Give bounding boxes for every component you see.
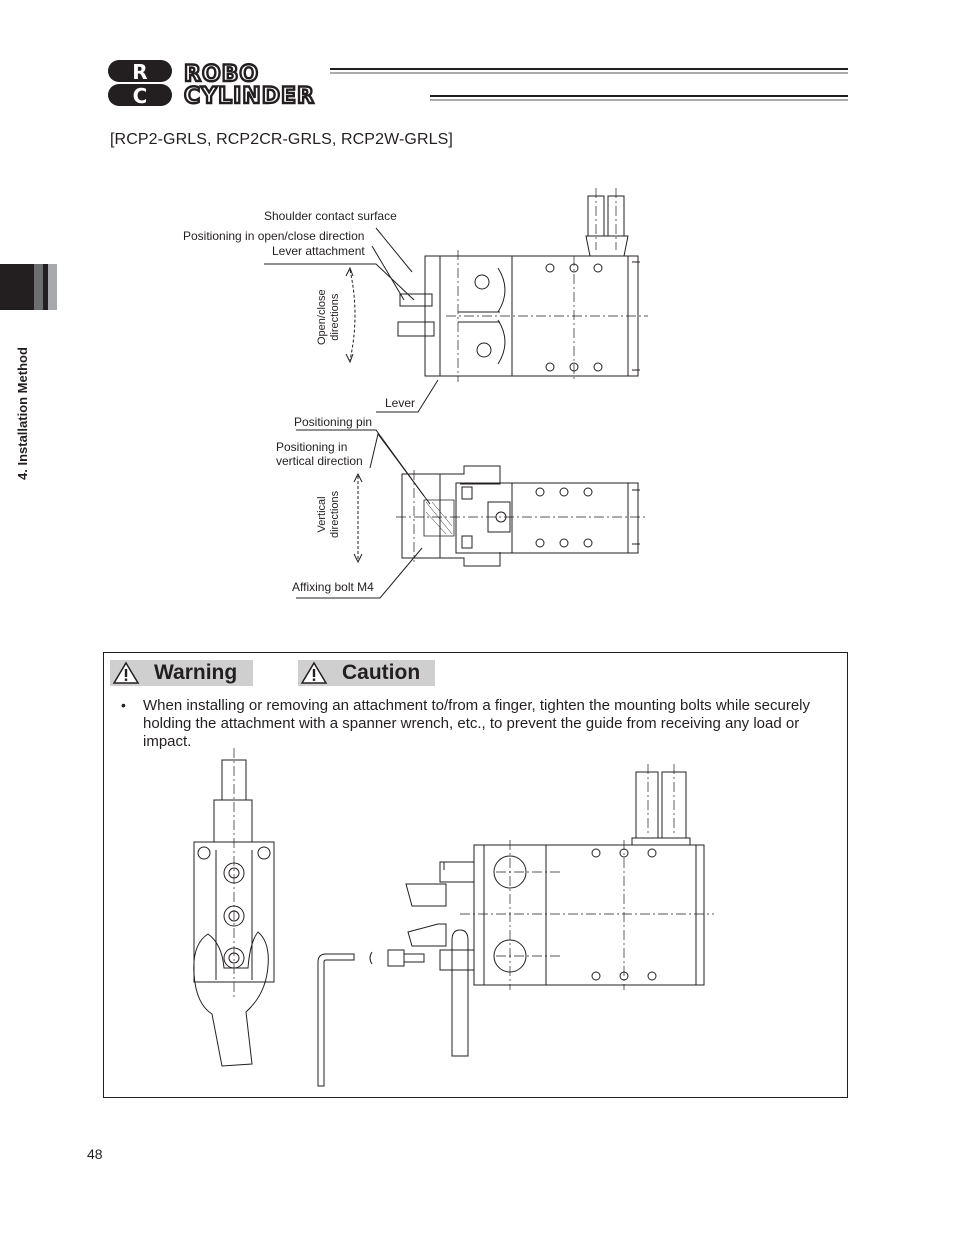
label-affixing-bolt: Affixing bolt M4 — [292, 580, 374, 594]
warning-badge: Warning — [110, 660, 253, 686]
notice-box — [103, 652, 848, 1098]
logo-text-robo: ROBO — [184, 62, 259, 87]
caution-label: Caution — [342, 661, 421, 684]
notice-text: When installing or removing an attachmen… — [143, 697, 811, 750]
robo-cylinder-logo: R C ROBO CYLINDER — [108, 60, 315, 110]
warning-label: Warning — [154, 661, 238, 684]
logo-mark-r: R — [132, 60, 147, 84]
label-lever-attachment: Lever attachment — [272, 244, 365, 258]
page-number: 48 — [87, 1146, 103, 1162]
gripper-with-attachment — [405, 771, 705, 1057]
label-positioning-vertical-2: vertical direction — [276, 454, 363, 468]
caution-triangle-icon — [300, 661, 328, 684]
hex-wrench-and-bolt — [317, 949, 425, 1087]
label-lever: Lever — [385, 396, 416, 410]
label-positioning-open-close: Positioning in open/close direction — [183, 229, 365, 243]
label-positioning-vertical-1: Positioning in — [276, 440, 348, 454]
gripper-side-view — [296, 429, 640, 599]
logo-text-cylinder: CYLINDER — [184, 84, 315, 109]
chapter-tab — [0, 264, 57, 310]
logo-mark-c: C — [133, 84, 148, 108]
label-positioning-pin: Positioning pin — [294, 415, 373, 429]
gripper-top-view — [264, 195, 640, 413]
bullet-marker: • — [121, 697, 126, 713]
header-rule — [330, 68, 848, 101]
label-shoulder-contact: Shoulder contact surface — [264, 209, 397, 223]
section-title: [RCP2-GRLS, RCP2CR-GRLS, RCP2W-GRLS] — [110, 131, 453, 148]
warning-triangle-icon — [112, 661, 140, 684]
caution-badge: Caution — [298, 660, 435, 686]
